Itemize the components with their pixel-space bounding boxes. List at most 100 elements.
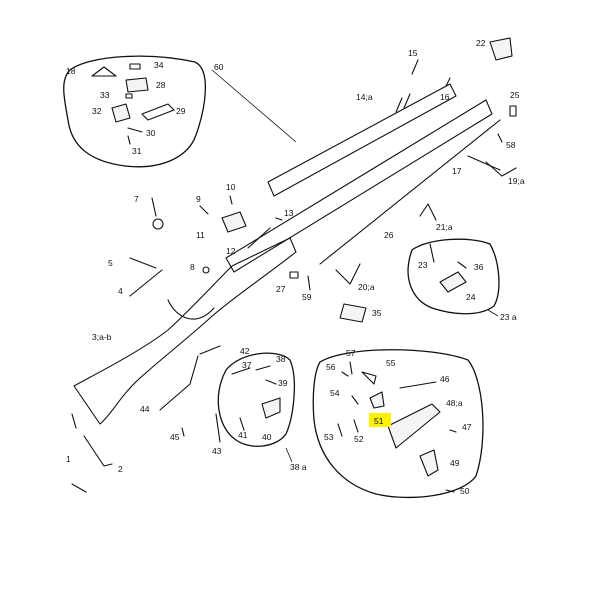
inset-outline-23a [407,238,500,315]
part-43-screw [215,413,221,443]
label-60: 60 [214,62,224,72]
part-48-lockplate [387,403,441,449]
label-16: 16 [440,92,450,102]
part-8-pin [202,266,210,274]
label-25: 25 [510,90,520,100]
label-57: 57 [346,348,356,358]
part-52-screw [353,419,359,433]
part-44-rod [159,355,199,411]
label-46: 46 [440,374,450,384]
label-21a: 21;a [436,222,453,232]
part-7-screw [151,197,157,217]
part-51-highlight [369,413,391,427]
label-10: 10 [226,182,236,192]
label-38: 38 [276,354,286,364]
part-9-screw [199,205,209,215]
label-5: 5 [108,258,113,268]
label-35: 35 [372,308,382,318]
label-49: 49 [450,458,460,468]
part-12-spring [247,227,271,249]
leader-38a [285,447,293,463]
part-38-spring [255,365,271,371]
label-18: 18 [66,66,76,76]
part-50-screw [445,489,455,493]
label-27: 27 [276,284,286,294]
label-40: 40 [262,432,272,442]
part-20-spring [335,263,361,285]
label-4: 4 [118,286,123,296]
label-38a: 38 a [290,462,307,472]
label-15: 15 [408,48,418,58]
part-16-screw [445,77,451,87]
part-39-screw [265,379,277,385]
part-2-plate [83,435,113,467]
part-1-screw [71,413,87,493]
label-31: 31 [132,146,142,156]
label-43: 43 [212,446,222,456]
label-3ab: 3;a-b [92,332,112,342]
label-1: 1 [66,454,71,464]
part-18-spring [91,66,117,77]
part-37-spring [231,367,251,375]
part-29-plate [141,103,175,121]
label-44: 44 [140,404,150,414]
part-3-stock [73,237,297,425]
part-21-spring [419,203,437,221]
label-30: 30 [146,128,156,138]
label-11: 11 [196,230,205,240]
part-14-barrel [267,83,457,197]
label-37: 37 [242,360,252,370]
part-51-tumbler [369,391,385,409]
part-42-spring [199,345,221,355]
part-35-plate [339,303,367,323]
part-32-plate [111,103,131,123]
part-54-spring [351,395,359,405]
part-5-screw [129,257,157,269]
part-17-rod [467,155,501,171]
part-34-screw [129,63,141,70]
part-33-pin [125,93,133,99]
part-24-bracket [439,271,467,293]
part-10-pin [229,195,233,205]
part-14-barrel-band [395,93,411,113]
part-13-pin [275,217,283,221]
label-54: 54 [330,388,340,398]
label-17: 17 [452,166,462,176]
part-58-pin [497,133,503,143]
inset-outline-60 [63,55,206,168]
part-11-block [221,211,247,233]
part-55-plate [361,371,377,385]
part-49-hammer [419,449,439,477]
part-4-trigger-guard [129,269,215,320]
label-41: 41 [238,430,248,440]
part-25-pin [509,105,517,117]
part-53-screw [337,423,343,437]
label-59: 59 [302,292,312,302]
part-47-screw [449,429,457,433]
label-14a: 14;a [356,92,373,102]
part-31-screw [127,135,131,145]
label-33: 33 [100,90,110,100]
inset-outline-lock [312,349,484,499]
part-41-pin [239,417,245,431]
part-26-stock-fore [225,99,493,273]
label-7: 7 [134,194,139,204]
label-19a: 19;a [508,176,525,186]
label-34: 34 [154,60,164,70]
label-42: 42 [240,346,250,356]
part-27-block [289,271,299,279]
label-9: 9 [196,194,201,204]
part-6-nut [152,218,164,230]
part-46-spring [399,381,437,389]
label-36: 36 [474,262,484,272]
label-29: 29 [176,106,186,116]
label-26: 26 [384,230,394,240]
part-56-screw [341,371,349,377]
label-51: 51 [374,416,384,426]
label-32: 32 [92,106,102,116]
part-19-spring [485,161,517,177]
label-55: 55 [386,358,396,368]
label-2: 2 [118,464,123,474]
label-47: 47 [462,422,472,432]
